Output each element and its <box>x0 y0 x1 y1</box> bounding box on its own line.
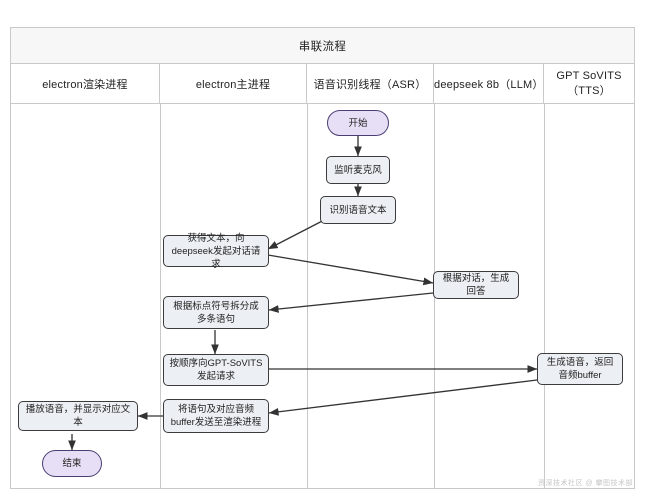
diagram-title: 串联流程 <box>11 28 634 64</box>
swimlane-header-row: electron渲染进程 electron主进程 语音识别线程（ASR） dee… <box>11 64 634 104</box>
node-listen-microphone[interactable]: 监听麦克风 <box>326 156 390 184</box>
swimlane-header-asr: 语音识别线程（ASR） <box>307 64 434 103</box>
node-play-audio-show-text[interactable]: 播放语音，并显示对应文本 <box>18 401 138 431</box>
node-split-by-punctuation[interactable]: 根据标点符号拆分成多条语句 <box>163 296 269 329</box>
node-request-gptsovits-in-order[interactable]: 按顺序向GPT-SoVITS发起请求 <box>163 354 269 386</box>
node-tts-generate-audio-buffer[interactable]: 生成语音，返回音频buffer <box>537 353 623 385</box>
lane-divider-2 <box>307 104 308 488</box>
lane-divider-1 <box>160 104 161 488</box>
node-start[interactable]: 开始 <box>327 110 389 136</box>
node-end[interactable]: 结束 <box>42 450 102 477</box>
swimlane-header-llm: deepseek 8b（LLM） <box>434 64 544 103</box>
lane-divider-4 <box>544 104 545 488</box>
swimlane-header-tts: GPT SoVITS（TTS） <box>556 69 622 97</box>
node-get-text-request-deepseek[interactable]: 获得文本，向deepseek发起对话请求 <box>163 233 269 270</box>
node-send-sentence-and-buffer-to-renderer[interactable]: 将语句及对应音频buffer发送至渲染进程 <box>163 399 269 433</box>
watermark: 资深技术社区 @ 攀图技术部 <box>538 480 633 487</box>
swimlane-header-renderer: electron渲染进程 <box>11 64 160 103</box>
node-recognize-speech-text[interactable]: 识别语音文本 <box>320 196 396 224</box>
swimlane-header-main: electron主进程 <box>160 64 307 103</box>
node-llm-generate-answer[interactable]: 根据对话，生成回答 <box>433 271 519 299</box>
